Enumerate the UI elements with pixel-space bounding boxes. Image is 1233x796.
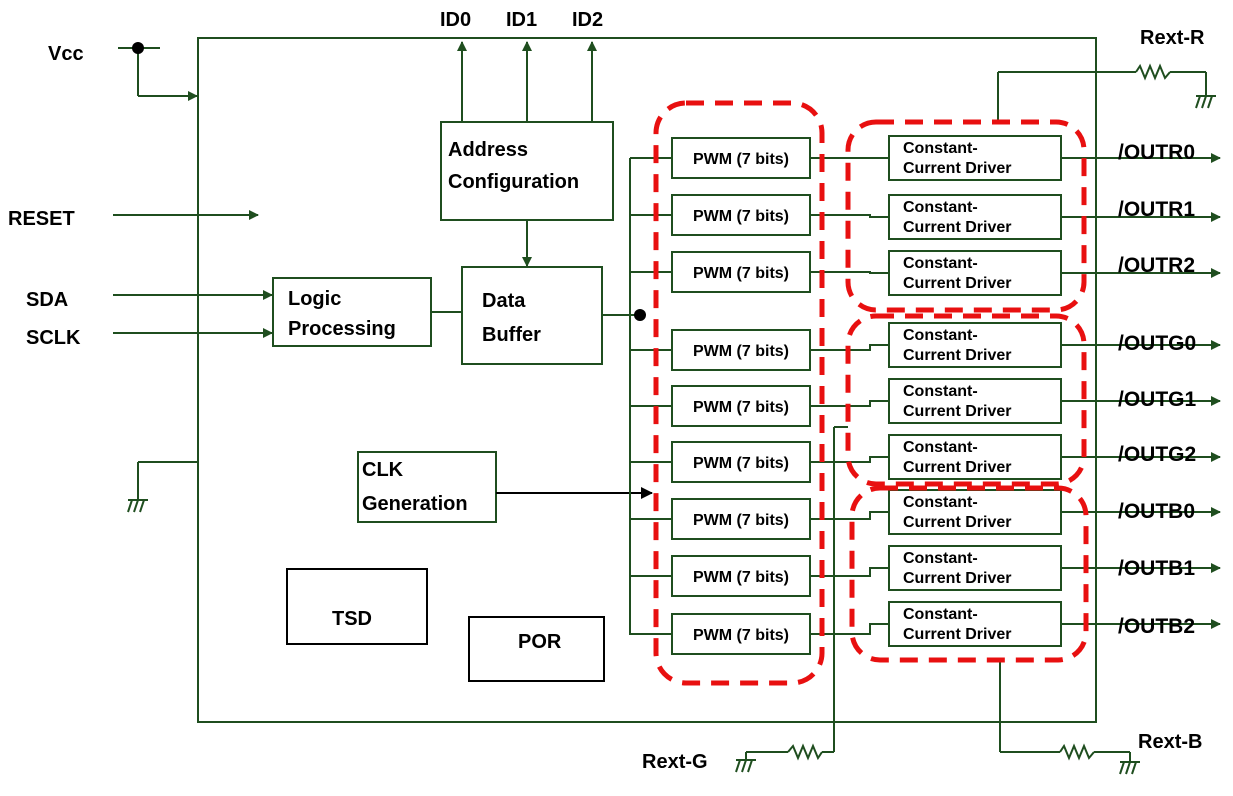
pwm-group-outline — [653, 100, 825, 686]
pwm-to-driver-wire — [810, 214, 889, 218]
pwm-label: PWM (7 bits) — [693, 455, 789, 472]
output-label: /OUTR1 — [1118, 198, 1195, 221]
pwm-block — [671, 613, 811, 655]
green-driver-group-outline — [845, 313, 1087, 487]
tsd-block — [286, 568, 428, 645]
logic-processing-block — [272, 277, 432, 347]
rext-r-network — [997, 63, 1216, 122]
blue-driver-group-outline — [849, 485, 1089, 663]
rext-b-label: Rext-B — [1138, 731, 1202, 753]
driver-label-line2: Current Driver — [903, 403, 1011, 420]
driver-label-line2: Current Driver — [903, 459, 1011, 476]
pwm-label: PWM (7 bits) — [693, 512, 789, 529]
logic-label-line1: Logic — [288, 288, 341, 310]
pwm-label: PWM (7 bits) — [693, 343, 789, 360]
driver-block — [888, 194, 1062, 240]
driver-block — [888, 601, 1062, 647]
pwm-to-driver-wire — [810, 567, 889, 577]
reset-label: RESET — [8, 208, 75, 230]
driver-label-line2: Current Driver — [903, 626, 1011, 643]
output-label: /OUTG1 — [1118, 388, 1196, 411]
output-label: /OUTB1 — [1118, 557, 1195, 580]
clk-label-line1: CLK — [362, 459, 404, 481]
por-label: POR — [518, 631, 562, 653]
group-outlines — [653, 100, 1089, 686]
rext-g-network — [735, 426, 848, 773]
data-buffer-block — [461, 266, 603, 365]
output-label: /OUTG2 — [1118, 443, 1196, 466]
id2-label: ID2 — [572, 9, 603, 31]
driver-label-line1: Constant- — [903, 550, 978, 567]
buffer-label-line2: Buffer — [482, 324, 541, 346]
pwm-to-driver-wire — [810, 511, 889, 520]
output-label: /OUTG0 — [1118, 332, 1196, 355]
driver-block — [888, 489, 1062, 535]
buffer-label-line1: Data — [482, 290, 526, 312]
driver-label-line1: Constant- — [903, 439, 978, 456]
channel-rows: PWM (7 bits) Constant- Current Driver/OUTR… — [630, 135, 1221, 655]
pwm-label: PWM (7 bits) — [693, 265, 789, 282]
vcc-label: Vcc — [48, 43, 84, 65]
pwm-label: PWM (7 bits) — [693, 151, 789, 168]
driver-label-line1: Constant- — [903, 327, 978, 344]
driver-label-line1: Constant- — [903, 199, 978, 216]
id0-label: ID0 — [440, 9, 471, 31]
driver-label-line2: Current Driver — [903, 347, 1011, 364]
output-label: /OUTR2 — [1118, 254, 1195, 277]
driver-label-line1: Constant- — [903, 140, 978, 157]
red-driver-group-outline — [845, 119, 1087, 313]
address-label-line2: Configuration — [448, 171, 579, 193]
clk-label-line2: Generation — [362, 493, 468, 515]
output-label: /OUTB0 — [1118, 500, 1195, 523]
driver-label-line1: Constant- — [903, 383, 978, 400]
driver-label-line2: Current Driver — [903, 275, 1011, 292]
pwm-label: PWM (7 bits) — [693, 569, 789, 586]
driver-label-line2: Current Driver — [903, 219, 1011, 236]
pwm-label: PWM (7 bits) — [693, 399, 789, 416]
sclk-label: SCLK — [26, 327, 81, 349]
pwm-label: PWM (7 bits) — [693, 627, 789, 644]
driver-block — [888, 434, 1062, 480]
rext-b-network — [999, 660, 1140, 775]
ground-icon-left — [127, 461, 197, 513]
clk-generation-block — [357, 451, 497, 523]
address-label-line1: Address — [448, 139, 528, 161]
pwm-label: PWM (7 bits) — [693, 208, 789, 225]
pwm-to-driver-wire — [810, 456, 889, 463]
pwm-block — [671, 385, 811, 427]
id-pin-wires — [457, 41, 597, 122]
vcc-junction — [132, 42, 144, 54]
pwm-to-driver-wire — [810, 271, 889, 274]
driver-label-line1: Constant- — [903, 255, 978, 272]
rext-r-label: Rext-R — [1140, 27, 1205, 49]
driver-block — [888, 378, 1062, 424]
pwm-block — [671, 498, 811, 540]
driver-label-line2: Current Driver — [903, 570, 1011, 587]
output-label: /OUTB2 — [1118, 615, 1195, 638]
pwm-to-driver-wire — [810, 400, 889, 407]
pwm-to-driver-wire — [810, 623, 889, 635]
driver-label-line2: Current Driver — [903, 160, 1011, 177]
pwm-block — [671, 329, 811, 371]
sda-label: SDA — [26, 289, 68, 311]
pwm-to-driver-wire — [810, 344, 889, 351]
chip-outline — [197, 37, 1097, 723]
pwm-block — [671, 194, 811, 236]
por-block — [468, 616, 605, 682]
id1-label: ID1 — [506, 9, 537, 31]
driver-label-line1: Constant- — [903, 606, 978, 623]
address-configuration-block — [440, 121, 614, 221]
logic-label-line2: Processing — [288, 318, 396, 340]
driver-block — [888, 135, 1062, 181]
driver-label-line2: Current Driver — [903, 514, 1011, 531]
buffer-junction — [634, 309, 646, 321]
rext-g-label: Rext-G — [642, 751, 708, 773]
output-label: /OUTR0 — [1118, 141, 1195, 164]
vcc-pin — [118, 47, 198, 101]
driver-label-line1: Constant- — [903, 494, 978, 511]
tsd-label: TSD — [332, 608, 372, 630]
